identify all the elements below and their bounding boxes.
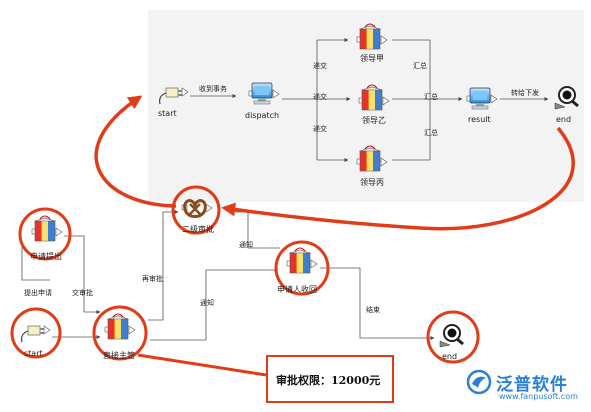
edge-notify-1-label: 通知 (239, 241, 253, 249)
edge-notify-2-label: 通知 (200, 299, 214, 307)
result-label: result (468, 115, 491, 124)
edge-receive-label: 收到事务 (199, 85, 227, 93)
edge-submit-3-label: 递交 (313, 125, 327, 133)
leader-b-label: 领导乙 (362, 116, 386, 125)
brand-url: www.fanpusoft.com (499, 392, 578, 401)
level2-review-node[interactable] (181, 199, 213, 218)
brand-logo-icon (466, 369, 492, 395)
edge-submit-review-label: 交审批 (72, 289, 93, 297)
direct-manager-node[interactable] (104, 313, 136, 340)
dispatch-label: dispatch (245, 111, 280, 120)
level2-review-label: 二级审批 (182, 225, 214, 234)
loop-back-arrow (221, 126, 575, 231)
applicant-receive-node[interactable] (286, 247, 318, 274)
bottom-start-label: start (24, 349, 43, 358)
edge-summary-2-label: 汇总 (424, 93, 438, 101)
edge-re-review-label: 再审批 (142, 275, 163, 283)
edge-submit-1-label: 递交 (313, 62, 327, 70)
applicant-receive-label: 申请人收回 (277, 285, 317, 294)
edge-deliver-label: 转给下发 (511, 89, 539, 97)
top-end-label: end (556, 115, 572, 124)
loop-left-arrow (94, 95, 177, 208)
edge-finish-label: 结束 (366, 306, 380, 314)
highlight-circles (10, 185, 480, 364)
brand-watermark: 泛普软件 www.fanpusoft.com (466, 367, 586, 405)
edge-summary-1-label: 汇总 (413, 62, 427, 70)
leader-c-label: 领导丙 (360, 178, 384, 187)
edge-raise-request-label: 提出申请 (24, 289, 52, 297)
direct-manager-label: 直接主管 (103, 351, 135, 360)
approval-limit-callout: 审批权限：12000元 (266, 355, 394, 403)
bottom-end-node[interactable] (438, 323, 465, 349)
edge-summary-3-label: 汇总 (424, 129, 438, 137)
applicant-submit-label: 申请提出 (30, 252, 62, 261)
callout-pointer (137, 353, 267, 377)
edge-submit-2-label: 递交 (313, 93, 327, 101)
top-flow-edges (190, 38, 549, 162)
applicant-submit-node[interactable] (31, 215, 63, 242)
brand-name: 泛普软件 (496, 375, 568, 395)
approval-limit-text: 审批权限：12000元 (276, 374, 381, 387)
top-start-label: start (158, 109, 177, 118)
top-start-node[interactable] (159, 87, 189, 105)
bottom-end-label: end (442, 352, 458, 361)
leader-a-label: 领导甲 (360, 54, 384, 63)
bottom-flow-edges (21, 210, 435, 341)
bottom-start-node[interactable] (21, 325, 51, 343)
